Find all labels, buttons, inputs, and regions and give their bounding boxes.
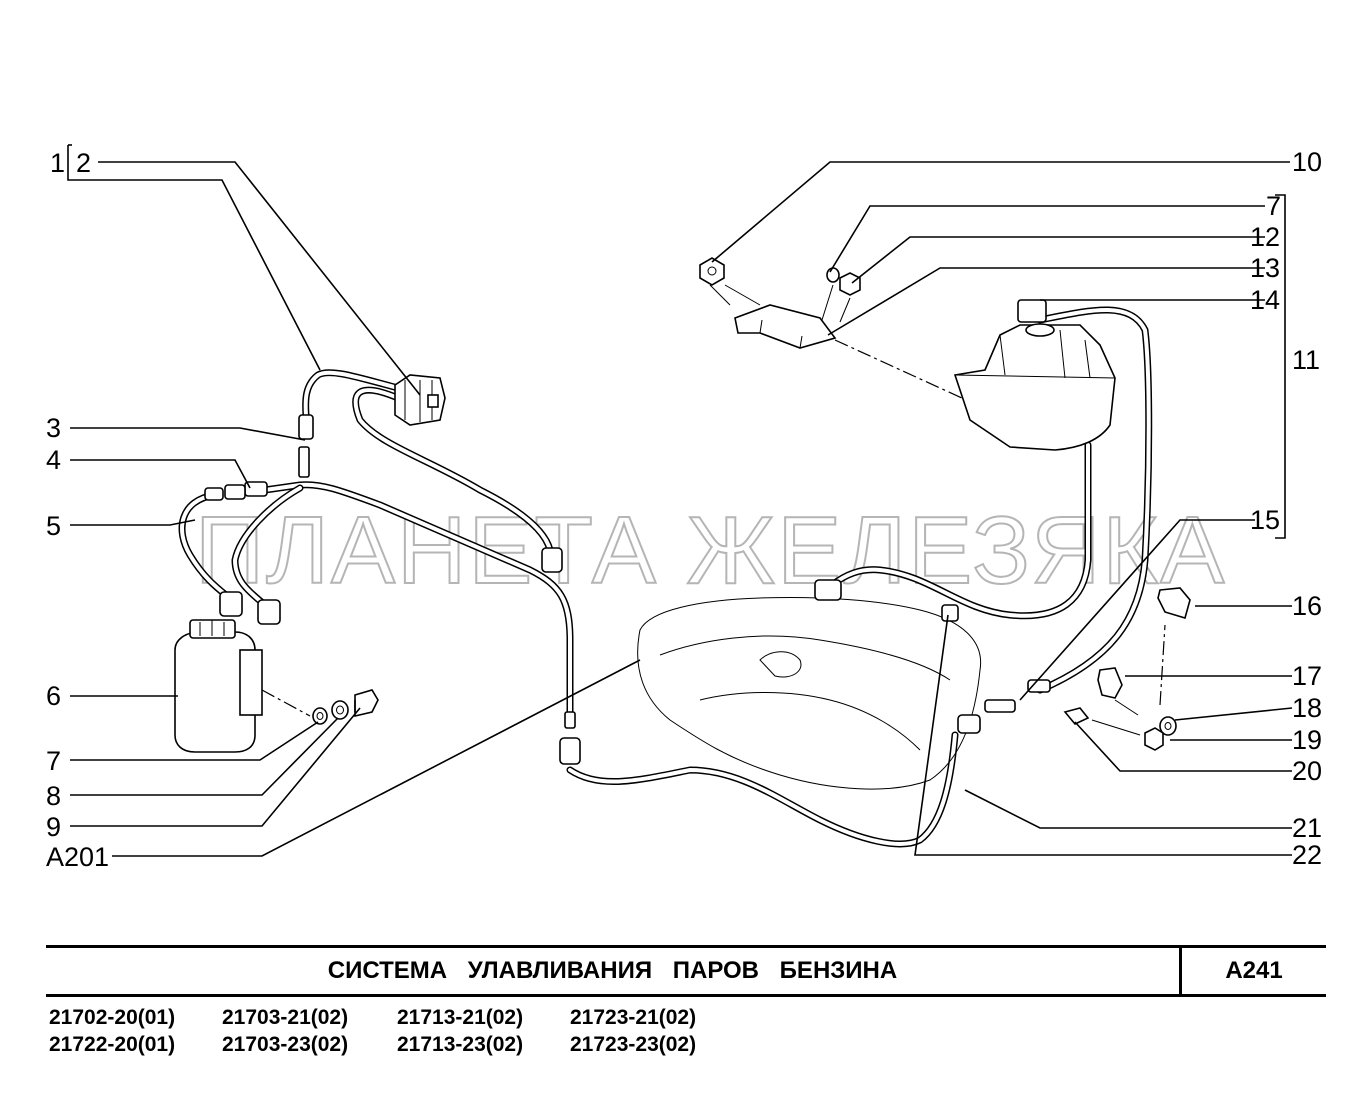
callout-6: 6	[46, 681, 61, 711]
callout-3: 3	[46, 413, 61, 443]
fuel-tank-outline	[637, 597, 982, 790]
clips-and-nuts	[1063, 587, 1191, 751]
model-code: 21713-21(02)	[397, 1006, 524, 1029]
callout-14: 14	[1250, 285, 1280, 315]
title-block: СИСТЕМА УЛАВЛИВАНИЯ ПАРОВ БЕНЗИНА A241	[46, 945, 1326, 997]
carbon-canister	[174, 619, 263, 753]
callout-5: 5	[46, 511, 61, 541]
callout-13: 13	[1250, 253, 1280, 283]
separator-tank	[953, 299, 1116, 451]
bracket-assembly	[699, 257, 1011, 421]
model-code: 21703-21(02)	[222, 1006, 349, 1029]
leader-lines	[67, 144, 1293, 857]
model-code: 21722-20(01)	[49, 1033, 176, 1056]
hose-end-connectors	[219, 547, 1051, 765]
sheet-code: A241	[1225, 957, 1283, 984]
callout-8: 8	[46, 781, 61, 811]
callout-12: 12	[1250, 222, 1280, 252]
callout-2: 2	[76, 148, 91, 178]
watermark-text: ПЛАНЕТА ЖЕЛЕЗЯКА	[195, 497, 1226, 604]
callout-20: 20	[1292, 756, 1322, 786]
callout-19: 19	[1292, 725, 1322, 755]
model-code: 21713-23(02)	[397, 1033, 524, 1056]
model-code: 21723-23(02)	[570, 1033, 697, 1056]
callout-7-right: 7	[1266, 191, 1281, 221]
hose-lines	[178, 306, 1153, 848]
callout-10: 10	[1292, 147, 1322, 177]
model-code: 21703-23(02)	[222, 1033, 349, 1056]
model-code: 21723-21(02)	[570, 1006, 697, 1029]
model-code: 21702-20(01)	[49, 1006, 176, 1029]
callout-1: 1	[50, 148, 65, 178]
callout-a201: A201	[46, 842, 109, 872]
callout-15: 15	[1250, 505, 1280, 535]
callout-21: 21	[1292, 813, 1322, 843]
solenoid-valve	[394, 374, 446, 426]
callout-7-left: 7	[46, 746, 61, 776]
callout-labels: 1 2 3 4 5 6 7 8 9 A201 10 7 12 13 14 11 …	[46, 147, 1322, 872]
connector-fittings	[204, 414, 314, 501]
callout-18: 18	[1292, 693, 1322, 723]
callout-9: 9	[46, 812, 61, 842]
callout-11: 11	[1292, 345, 1320, 375]
drawing-title: СИСТЕМА УЛАВЛИВАНИЯ ПАРОВ БЕНЗИНА	[46, 948, 1182, 994]
fasteners-7-8-9	[261, 689, 379, 725]
callout-4: 4	[46, 445, 61, 475]
callout-17: 17	[1292, 661, 1322, 691]
callout-16: 16	[1292, 591, 1322, 621]
callout-22: 22	[1292, 840, 1322, 870]
